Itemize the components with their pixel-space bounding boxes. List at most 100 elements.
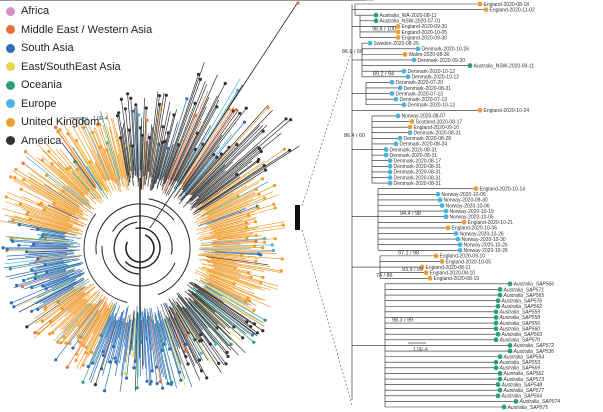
tree-branch [198,267,262,289]
tree-branch [21,208,74,227]
tree-branch [149,103,162,180]
tip-marker [145,379,149,383]
tree-branch [78,301,107,346]
tree-branch [44,184,80,208]
tip-marker [155,365,159,369]
tree-branch [94,162,112,194]
tree-branch [41,270,83,288]
tip-marker [132,366,136,370]
tree-branch [164,97,210,195]
tree-branch [204,277,249,299]
tree-branch [5,201,74,226]
tree-branch [135,104,139,187]
tip-label: Denmark-2020-08-31 [394,164,442,170]
tree-branch [76,294,103,327]
region-legend: Africa Middle East / Western Asia South … [6,2,152,150]
tip-marker [261,275,265,280]
tree-branch [32,261,65,268]
tree-branch [206,260,234,267]
tree-branch [147,127,154,172]
tree-branch [39,278,85,304]
tip-label: Australia_SAP556 [499,321,541,327]
tip-label: Australia_SAP577 [503,388,545,394]
tree-branch [184,290,231,334]
tip-marker [443,214,449,220]
tree-branch [182,113,241,191]
tree-branch [75,304,109,361]
tree-branch [146,319,153,371]
tip-marker [257,192,261,196]
tree-branch [136,106,139,182]
tip-marker [148,382,152,386]
tree-branch [154,324,167,380]
tree-branch [192,132,282,206]
tip-label: Denmark-2020-07-20 [396,80,444,86]
tree-branch [180,109,230,185]
tip-marker [261,329,265,333]
tip-marker [467,63,473,68]
tree-branch [79,305,97,327]
tip-label: England-2020-10-21 [468,220,514,226]
tree-branch [112,118,127,181]
tip-marker [183,349,187,353]
tree-branch [123,321,129,348]
tree-branch [200,238,265,244]
tree-branch [216,234,253,240]
tree-branch [186,105,269,196]
tree-branch [89,131,111,181]
tree-branch [200,223,251,236]
tree-branch [83,304,108,346]
tip-label: Wales-2020-08-30 [409,52,450,58]
tree-branch [190,109,273,196]
tree-branch [57,131,105,198]
tree-branch [212,244,273,247]
tree-branch [34,281,76,303]
tree-branch [206,261,236,269]
tip-marker [39,255,43,259]
tip-marker [419,264,425,270]
tree-branch [141,320,144,370]
tip-label: Denmark-2020-08-17 [394,159,442,165]
tree-branch [205,272,253,291]
tip-marker [229,342,233,346]
tree-branch [114,322,127,377]
tip-marker [193,338,197,342]
tree-branch [59,291,97,329]
tree-branch [124,312,133,374]
tree-branch [14,203,68,223]
tree-branch [178,134,233,201]
legend-entry: Europe [6,95,146,114]
tree-branch [134,107,138,178]
tip-marker [457,242,463,248]
tip-marker [129,96,133,100]
tip-marker [22,178,26,182]
tip-marker [127,128,131,132]
tip-label: Australia_SAP536 [513,349,555,355]
support-value: 94.4 / 98 [400,211,421,217]
tree-branch [74,169,100,199]
tree-branch [77,168,104,203]
tree-branch [176,304,222,373]
tree-branch [55,149,103,204]
tree-branch [37,255,68,260]
tree-branch [42,149,97,205]
legend-label: United Kingdom [21,116,100,129]
tree-branch [157,320,165,345]
tree-branch [35,269,67,279]
tree-branch [28,251,73,255]
tree-branch [126,319,133,379]
tree-branch [193,299,219,325]
tree-branch [53,302,90,342]
tip-marker [497,371,503,376]
tree-branch [106,149,122,193]
tip-label: Denmark-2020-08-31 [394,175,442,181]
tree-branch [168,310,196,367]
tree-branch [149,308,163,389]
tree-branch [100,304,116,336]
tree-branch [83,121,111,181]
tree-branch [4,214,82,235]
tip-marker [455,236,461,242]
tree-branch [65,303,97,344]
tree-branch [180,153,222,201]
tip-marker [14,167,18,171]
